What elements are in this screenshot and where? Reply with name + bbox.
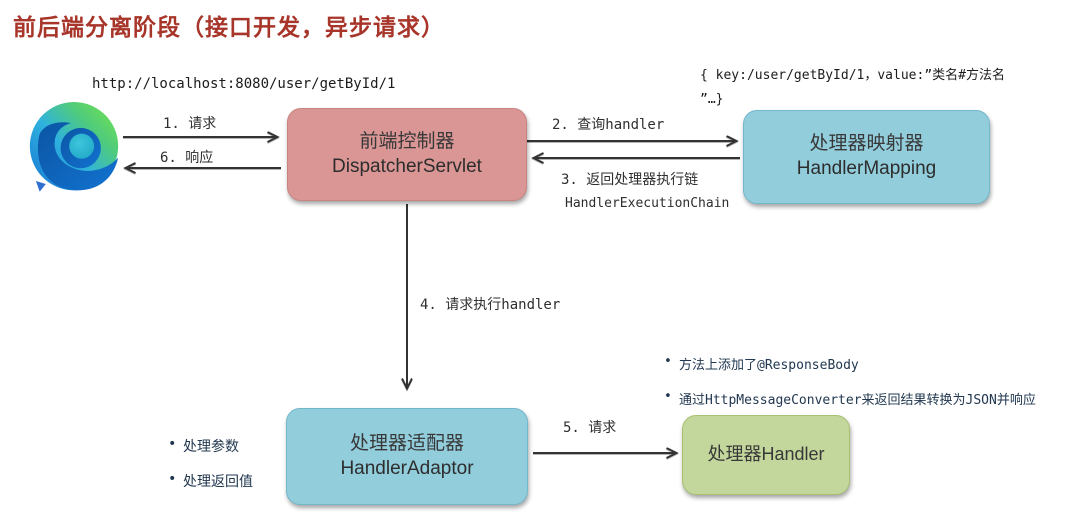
node-dispatcher-servlet: 前端控制器 DispatcherServlet (287, 108, 527, 201)
node-adaptor-zh-label: 处理器适配器 (349, 432, 464, 454)
handler-notes-list: 方法上添加了@ResponseBody 通过HttpMessageConvert… (662, 354, 1036, 424)
hint-line-2: ”…} (700, 92, 724, 108)
node-adaptor-en-label: HandlerAdaptor (340, 457, 474, 479)
list-item: 处理返回值 (166, 471, 253, 491)
handler-mapping-hint: { key:/user/getById/1，value:”类名#方法名 ”…} (700, 64, 1005, 112)
list-item: 处理参数 (166, 436, 253, 456)
node-handler-label: 处理器Handler (707, 444, 825, 465)
arrow-2-label: 2. 查询handler (552, 117, 665, 133)
node-mapping-zh-label: 处理器映射器 (809, 133, 924, 155)
arrow-3-label-line1: 3. 返回处理器执行链 (561, 172, 699, 188)
list-item: 方法上添加了@ResponseBody (662, 354, 1036, 373)
node-handler-adaptor: 处理器适配器 HandlerAdaptor (286, 408, 528, 505)
arrow-3-label-line2: HandlerExecutionChain (565, 196, 730, 211)
page-title: 前后端分离阶段（接口开发，异步请求） (13, 15, 445, 40)
arrow-4-label: 4. 请求执行handler (420, 297, 561, 313)
arrow-6-label: 6. 响应 (160, 150, 214, 166)
request-url-text: http://localhost:8080/user/getById/1 (92, 76, 396, 92)
node-dispatcher-en-label: DispatcherServlet (332, 155, 482, 177)
edge-browser-icon (29, 102, 119, 195)
hint-line-1: { key:/user/getById/1，value:”类名#方法名 (700, 68, 1005, 83)
arrow-5-label: 5. 请求 (563, 420, 617, 436)
list-item: 通过HttpMessageConverter来返回结果转换为JSON并响应 (662, 389, 1036, 408)
node-mapping-en-label: HandlerMapping (796, 158, 937, 179)
node-dispatcher-zh-label: 前端控制器 (359, 130, 455, 152)
node-handler: 处理器Handler (682, 415, 850, 495)
node-handler-mapping: 处理器映射器 HandlerMapping (743, 110, 990, 204)
arrow-1-label: 1. 请求 (163, 116, 217, 132)
adaptor-notes-list: 处理参数 处理返回值 (166, 436, 253, 506)
shortcut-arrow-icon (33, 178, 49, 195)
